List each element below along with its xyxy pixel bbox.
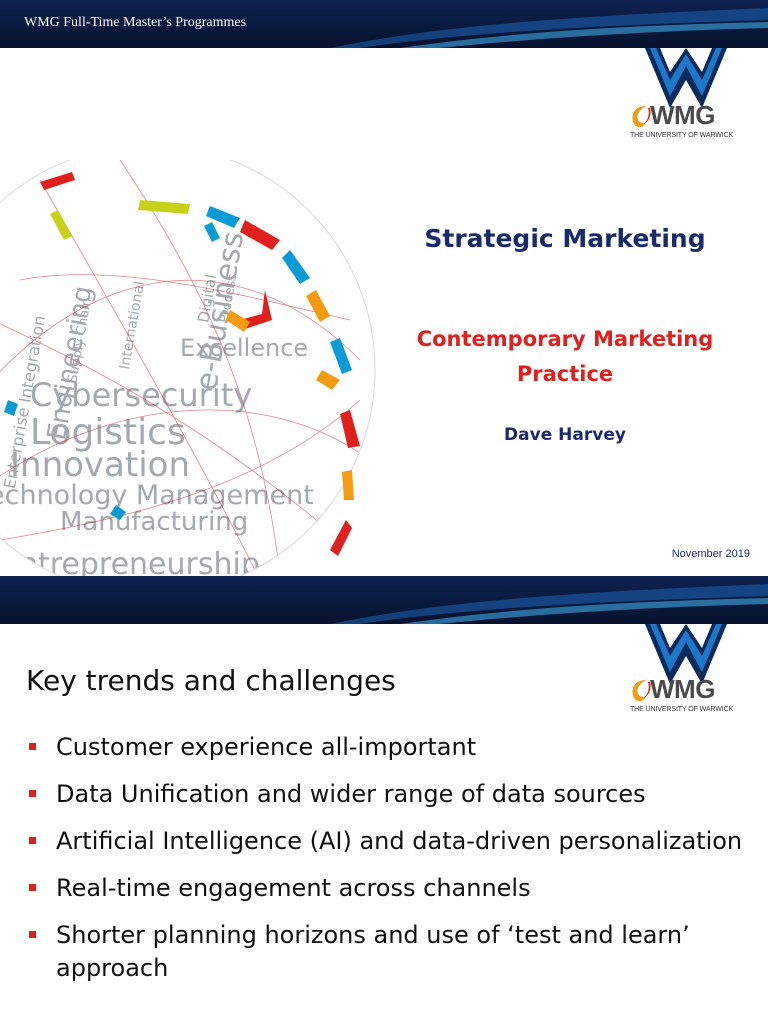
presentation-subtitle: Contemporary Marketing Practice	[390, 322, 740, 392]
logo-wordmark: WMG	[650, 100, 715, 130]
globe-word-entrepreneurship: Entrepreneurship	[0, 547, 260, 576]
w-chevron-graphic	[645, 48, 727, 108]
globe-word-cloud-graphic: Enterprise Integration Engineering Suppl…	[0, 160, 376, 576]
bullet-text: Artificial Intelligence (AI) and data-dr…	[56, 827, 743, 855]
content-slide: WMG THE UNIVERSITY OF WARWICK Key trends…	[0, 576, 768, 1024]
bullet-text: Customer experience all-important	[56, 733, 477, 761]
globe-word-innovation: Innovation	[10, 445, 190, 485]
presentation-title: Strategic Marketing	[424, 224, 706, 253]
slide-title: Key trends and challenges	[26, 664, 396, 697]
globe-word-logistics: Logistics	[30, 412, 186, 453]
bullet-marker-icon	[29, 884, 36, 891]
banner-streak-graphic	[330, 584, 768, 624]
bullet-list: Customer experience all-important Data U…	[26, 731, 756, 999]
bullet-item: Artificial Intelligence (AI) and data-dr…	[26, 825, 756, 858]
bullet-marker-icon	[29, 931, 36, 938]
bullet-item: Shorter planning horizons and use of ‘te…	[26, 919, 756, 985]
subtitle-line-1: Contemporary Marketing	[416, 327, 714, 351]
header-banner: WMG Full-Time Master’s Programmes	[0, 0, 768, 48]
banner-streak-graphic	[330, 8, 768, 48]
bullet-text: Data Unification and wider range of data…	[56, 780, 646, 808]
bullet-item: Data Unification and wider range of data…	[26, 778, 756, 811]
header-banner	[0, 576, 768, 624]
wmg-swirl-icon	[632, 680, 651, 702]
bullet-text: Shorter planning horizons and use of ‘te…	[56, 921, 690, 982]
wmg-logo: WMG THE UNIVERSITY OF WARWICK	[628, 100, 738, 144]
globe-word-excellence: Excellence	[180, 334, 308, 362]
title-slide: WMG Full-Time Master’s Programmes WMG TH…	[0, 0, 768, 576]
subtitle-line-2: Practice	[516, 362, 614, 386]
bullet-marker-icon	[29, 743, 36, 750]
w-chevron-graphic	[645, 624, 727, 684]
wmg-swirl-icon	[632, 106, 651, 128]
bullet-item: Real-time engagement across channels	[26, 872, 756, 905]
author-name: Dave Harvey	[504, 425, 626, 445]
wmg-logo: WMG THE UNIVERSITY OF WARWICK	[628, 674, 738, 718]
bullet-marker-icon	[29, 790, 36, 797]
bullet-text: Real-time engagement across channels	[56, 874, 531, 902]
logo-wordmark: WMG	[650, 674, 715, 704]
presentation-date: November 2019	[671, 548, 750, 560]
bullet-item: Customer experience all-important	[26, 731, 756, 764]
bullet-marker-icon	[29, 837, 36, 844]
logo-subtext: THE UNIVERSITY OF WARWICK	[630, 706, 734, 713]
globe-word-cybersecurity: Cybersecurity	[30, 376, 252, 414]
banner-text: WMG Full-Time Master’s Programmes	[24, 15, 247, 30]
logo-subtext: THE UNIVERSITY OF WARWICK	[630, 132, 734, 139]
globe-word-manufacturing: Manufacturing	[60, 507, 248, 537]
